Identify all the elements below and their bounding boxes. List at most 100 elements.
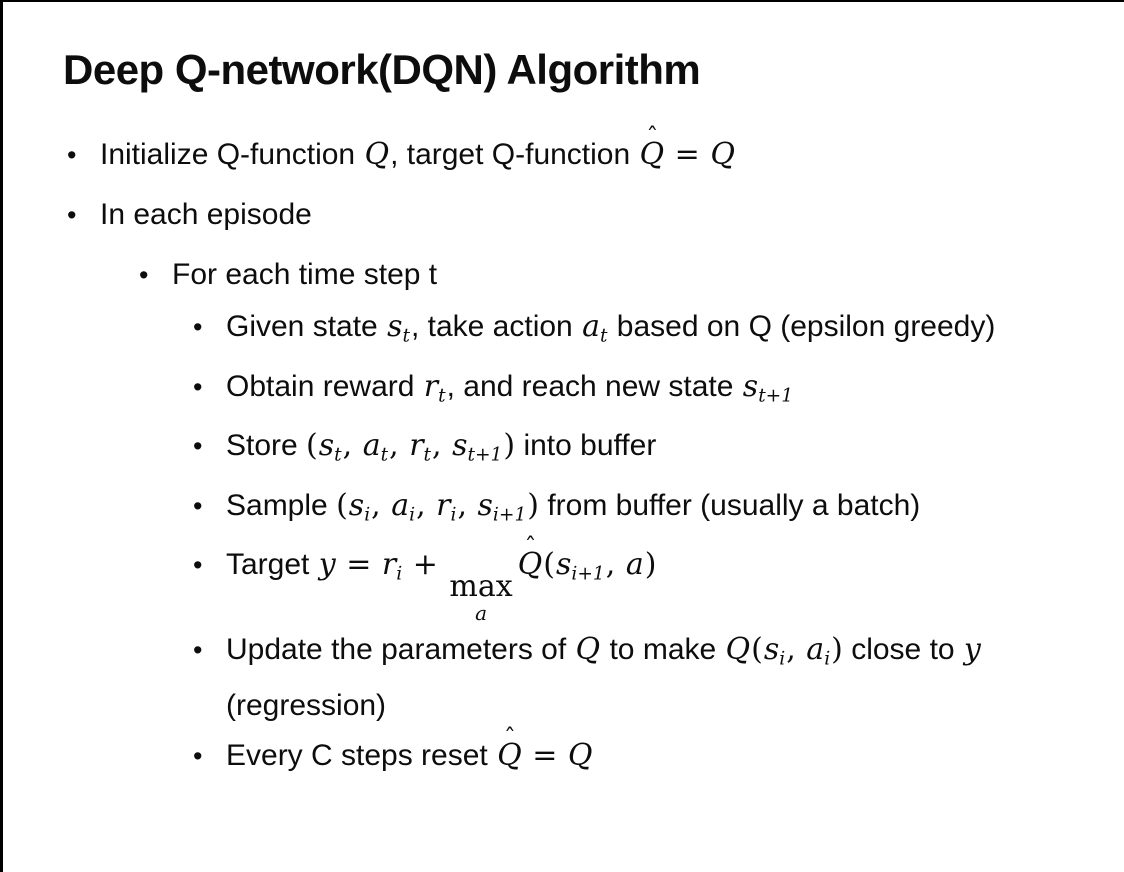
math-operator: ( [543,547,555,583]
max-word: max [449,568,513,604]
math-variable: a [625,547,644,583]
math-operator: + [403,547,448,583]
bullet-marker: • [193,740,203,771]
bullet-marker: • [139,260,149,290]
math-variable: st+1 [452,428,503,466]
math-variable: at [582,309,608,347]
math-operator: = [522,737,567,773]
math-subscript: i+1 [492,504,527,526]
math-subscript: i [779,648,786,670]
math-subscript: i [409,504,416,526]
hat-accent: ˆ [524,532,537,561]
bullet-text: For each time step t [172,258,438,291]
math-variable: ai [806,632,831,670]
math-variable: st+1 [742,368,794,407]
math-operator: , [371,487,391,523]
bullet-text: Update the parameters of Q to make Q(si,… [226,632,981,722]
math-variable: y [318,547,336,583]
bullet-marker: • [193,431,203,462]
math-subscript: i [824,648,831,670]
hat-accent: ˆ [503,723,516,752]
math-variable: Q [710,137,735,172]
bullet-text: Obtain reward rt, and reach new state st… [226,368,794,407]
math-variable: si [763,632,786,670]
math-subscript: t+1 [467,444,503,466]
math-subscript: i [364,504,371,526]
math-subscript: i [450,504,457,526]
math-variable: ri [381,547,403,585]
bullet-marker: • [193,550,203,581]
bullet-item: • Update the parameters of Q to make Q(si… [193,627,1124,729]
bullet-item: • In each episode [67,192,1124,238]
math-subscript: t [334,444,342,466]
math-operator: = [665,137,710,172]
math-variable: si+1 [556,547,605,585]
math-variable: Q [725,632,751,668]
bullet-text: Store (st, at, rt, st+1) into buffer [226,428,657,466]
bullet-item: • Obtain reward rt, and reach new state s… [193,364,1124,420]
math-variable: Q [567,737,593,773]
math-operator: ( [751,632,763,668]
math-operator: , [786,632,806,668]
math-variable: rt [409,428,432,466]
math-subscript: t+1 [758,385,794,407]
math-operator: , [432,428,452,464]
max-under-variable: a [475,601,487,626]
hat-accent: ˆ [646,122,659,151]
math-variable: Q [364,137,390,172]
bullet-text: In each episode [100,198,312,231]
math-subscript: t [402,325,410,347]
math-operator: ( [336,487,348,523]
bullet-marker: • [193,635,203,666]
bullet-text: Given state st, take action at based on … [226,309,996,347]
bullet-item: • Sample (si, ai, ri, si+1) from buffer (… [193,483,1124,539]
math-operator: , [342,428,362,464]
math-operator: , [457,487,477,523]
math-subscript: t [423,444,432,466]
math-variable: ri [436,487,457,526]
math-operator: ( [306,428,318,464]
math-variable: si [348,487,371,526]
bullet-marker: • [67,140,77,170]
bullet-marker: • [193,371,203,402]
math-variable: si+1 [477,487,527,526]
slide-title: Deep Q-network(DQN) Algorithm [63,46,701,93]
math-operator: = [336,547,381,583]
bullet-marker: • [193,490,203,521]
bullet-item: • For each time step t [139,252,1124,298]
bullet-text: Sample (si, ai, ri, si+1) from buffer (u… [226,487,921,526]
bullet-item: • Given state st, take action at based on… [193,304,1124,360]
math-operator: , [605,547,625,583]
math-variable: y [963,632,981,668]
math-operator: ) [527,487,539,523]
math-subscript: i+1 [571,563,605,585]
math-operator: ) [644,547,657,583]
bullet-marker: • [67,200,77,230]
math-variable: at [362,428,389,466]
math-variable: rt [423,368,446,407]
bullet-list: • Initialize Q-function Q, target Q-funct… [3,122,1124,779]
math-operator: , [416,487,436,523]
bullet-marker: • [193,312,203,342]
math-variable: ai [391,487,416,526]
math-operator: ) [831,632,843,668]
bullet-item: • Initialize Q-function Q, target Q-funct… [67,122,1124,178]
bullet-text: Initialize Q-function Q, target Q-functi… [100,122,735,172]
bullet-item: • Store (st, at, rt, st+1) into buffer [193,423,1124,479]
math-variable: Q [575,632,601,668]
math-subscript: t [380,444,389,466]
math-operator: , [389,428,409,464]
math-variable: st [318,428,342,466]
math-operator: ) [503,428,516,464]
math-subscript: t [438,385,446,407]
math-subscript: t [599,325,608,347]
